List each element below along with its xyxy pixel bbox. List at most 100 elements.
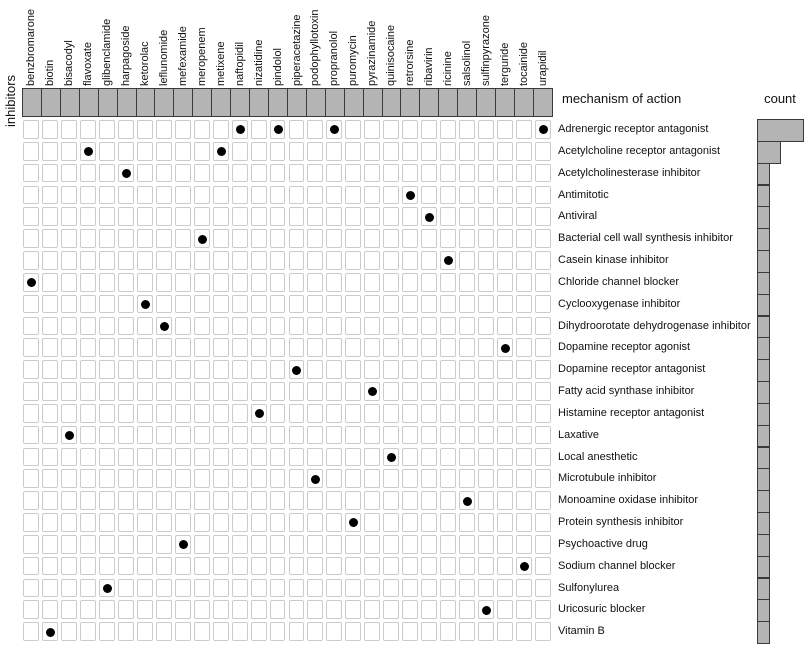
matrix-cell <box>79 578 96 598</box>
matrix-cell <box>421 338 438 358</box>
matrix-cell <box>98 229 115 248</box>
matrix-cell <box>155 185 172 205</box>
matrix-cell <box>174 382 191 401</box>
matrix-cell <box>41 425 58 445</box>
matrix-cell <box>345 338 362 358</box>
dot-nizatidine <box>254 409 264 419</box>
matrix-cell <box>535 272 551 292</box>
matrix-cell <box>98 141 115 161</box>
matrix-cell <box>193 141 210 161</box>
matrix-cell <box>459 338 476 358</box>
matrix-cell <box>79 294 96 314</box>
matrix-cell <box>345 447 362 467</box>
matrix-cell <box>117 294 134 314</box>
matrix-cell <box>440 491 457 510</box>
matrix-cell <box>136 534 153 554</box>
row-label-histamine-receptor-antagonist: Histamine receptor antagonist <box>558 406 705 419</box>
column-label-biotin: biotin <box>43 59 56 86</box>
matrix-cell <box>98 403 115 423</box>
matrix-cell <box>231 141 248 161</box>
matrix-cell <box>269 251 286 270</box>
matrix-cell <box>193 425 210 445</box>
matrix-cell <box>326 272 343 292</box>
matrix-cell <box>193 163 210 183</box>
matrix-cell <box>155 513 172 532</box>
matrix-cell <box>250 120 267 139</box>
matrix-cell <box>231 272 248 292</box>
matrix-cell <box>535 338 551 358</box>
matrix-cell <box>307 120 324 139</box>
matrix-cell <box>440 360 457 379</box>
matrix-cell <box>269 360 286 379</box>
matrix-cell <box>231 229 248 248</box>
matrix-cell <box>459 229 476 248</box>
column-label-propranolol: propranolol <box>328 30 341 86</box>
matrix-cell <box>402 469 419 489</box>
matrix-cell <box>421 556 438 576</box>
matrix-cell <box>307 382 324 401</box>
matrix-cell <box>364 491 381 510</box>
matrix-cell <box>79 622 96 641</box>
matrix-cell <box>326 382 343 401</box>
matrix-cell <box>155 447 172 467</box>
matrix-cell <box>23 447 39 467</box>
matrix-cell <box>288 316 305 336</box>
matrix-cell <box>269 578 286 598</box>
matrix-cell <box>174 272 191 292</box>
matrix-cell <box>535 403 551 423</box>
matrix-cell <box>269 229 286 248</box>
dot-glibenclamide <box>102 583 112 593</box>
matrix-cell <box>41 600 58 620</box>
matrix-cell <box>231 578 248 598</box>
count-bar-cyclooxygenase-inhibitor <box>757 293 770 317</box>
header-cell-urapidil <box>533 89 552 116</box>
count-bar-antiviral <box>757 206 770 230</box>
matrix-cell <box>23 491 39 510</box>
matrix-cell <box>117 425 134 445</box>
dot-propranolol <box>330 125 340 135</box>
matrix-cell <box>440 338 457 358</box>
matrix-cell <box>421 469 438 489</box>
matrix-cell <box>535 163 551 183</box>
column-label-pindolol: pindolol <box>271 48 284 86</box>
matrix-cell <box>535 578 551 598</box>
matrix-cell <box>440 513 457 532</box>
matrix-cell <box>155 272 172 292</box>
matrix-cell <box>421 622 438 641</box>
dot-piperacetazine <box>292 365 302 375</box>
matrix-cell <box>98 425 115 445</box>
matrix-cell <box>345 600 362 620</box>
count-bar-microtubule-inhibitor <box>757 468 770 492</box>
matrix-cell <box>193 272 210 292</box>
matrix-cell <box>117 578 134 598</box>
matrix-cell <box>174 360 191 379</box>
matrix-cell <box>41 534 58 554</box>
matrix-cell <box>364 272 381 292</box>
column-label-quinisocaine: quinisocaine <box>385 24 398 86</box>
header-cell-biotin <box>41 89 61 116</box>
count-bar-laxative <box>757 424 770 448</box>
matrix-cell <box>60 360 77 379</box>
count-bar-casein-kinase-inhibitor <box>757 250 770 273</box>
matrix-cell <box>98 382 115 401</box>
matrix-cell <box>402 578 419 598</box>
matrix-cell <box>60 338 77 358</box>
dot-puromycin <box>349 518 359 528</box>
matrix-cell <box>402 360 419 379</box>
dot-benzbromarone <box>26 278 36 288</box>
matrix-cell <box>98 163 115 183</box>
matrix-cell <box>250 316 267 336</box>
matrix-cell <box>478 294 495 314</box>
matrix-cell <box>212 534 229 554</box>
matrix-cell <box>345 207 362 227</box>
row-label-protein-synthesis-inhibitor: Protein synthesis inhibitor <box>558 516 684 528</box>
matrix-cell <box>155 163 172 183</box>
matrix-cell <box>421 382 438 401</box>
row-label-dihydroorotate-dehydrogenase-inhibitor: Dihydroorotate dehydrogenase inhibitor <box>558 319 751 332</box>
matrix-cell <box>193 338 210 358</box>
matrix-cell <box>288 141 305 161</box>
column-label-leflunomide: leflunomide <box>157 29 170 86</box>
matrix-cell <box>326 141 343 161</box>
matrix-cell <box>497 360 514 379</box>
matrix-cell <box>136 185 153 205</box>
